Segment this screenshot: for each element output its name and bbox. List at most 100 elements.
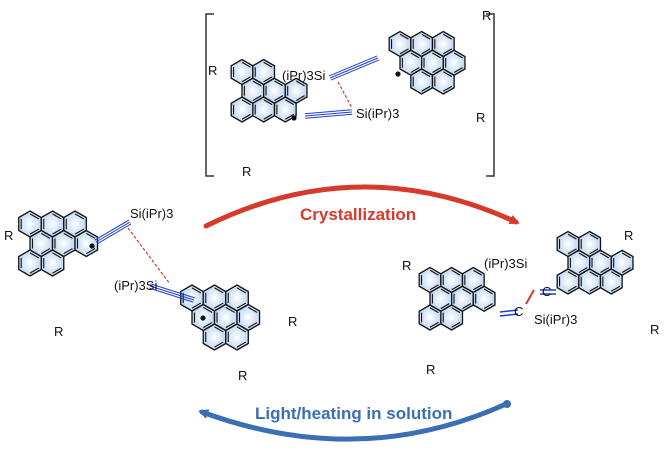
double-bond <box>252 80 262 87</box>
double-bond <box>263 113 273 120</box>
double-bond <box>285 99 295 106</box>
double-bond <box>86 248 96 255</box>
double-bond <box>236 302 247 309</box>
cumulene-carbon-label: C <box>514 304 523 319</box>
silyl-label: Si(iPr)3 <box>130 206 173 221</box>
double-bond <box>202 322 213 329</box>
double-bond <box>443 71 453 78</box>
double-bond <box>241 99 251 106</box>
benzene-ring <box>472 285 496 313</box>
double-bond <box>421 71 431 78</box>
r-group-label: R <box>242 164 251 179</box>
double-bond <box>421 85 431 92</box>
alkyne-bond <box>95 221 131 243</box>
double-bond <box>600 252 610 259</box>
double-bond <box>52 252 62 259</box>
double-bond <box>451 307 461 314</box>
benzene-ring <box>410 68 434 95</box>
silyl-label: Si(iPr)3 <box>356 106 399 121</box>
double-bond <box>432 67 442 73</box>
alkyne-bond <box>150 283 195 299</box>
double-bond <box>432 52 442 59</box>
double-bond <box>295 80 305 87</box>
double-bond <box>263 99 273 106</box>
r-group-label: R <box>482 8 491 23</box>
benzene-ring <box>418 304 442 331</box>
double-bond <box>451 269 461 276</box>
double-bond <box>285 113 295 120</box>
double-bond <box>295 95 305 101</box>
cumulene-bond <box>499 309 519 313</box>
left-bracket <box>205 13 214 177</box>
double-bond <box>191 287 202 294</box>
double-bond <box>451 284 461 291</box>
double-bond <box>63 232 73 239</box>
r-group-label: R <box>4 228 13 243</box>
double-bond <box>248 322 258 329</box>
benzene-ring <box>225 323 249 351</box>
double-bond <box>52 213 62 220</box>
double-bond <box>589 233 599 240</box>
r-group-label: R <box>402 258 411 273</box>
double-bond <box>443 33 453 40</box>
double-bond <box>451 321 461 328</box>
double-bond <box>440 288 450 295</box>
silyl-label: Si(iPr)3 <box>534 312 577 327</box>
double-bond <box>225 322 235 329</box>
alkyne-bond <box>305 113 353 119</box>
silyl-label: (iPr)3Si <box>484 256 527 271</box>
alkyne-bond <box>96 223 132 245</box>
double-bond <box>453 52 463 59</box>
double-bond <box>567 233 577 240</box>
benzene-ring <box>556 268 580 295</box>
benzene-ring <box>252 96 276 123</box>
double-bond <box>410 52 420 59</box>
double-bond <box>410 67 420 73</box>
double-bond <box>443 85 453 92</box>
alkyne-bond <box>304 111 353 117</box>
benzene-ring <box>599 268 623 295</box>
double-bond <box>621 252 631 259</box>
crystallization-label: Crystallization <box>300 205 416 224</box>
double-bond <box>462 303 472 309</box>
double-bond <box>236 341 247 348</box>
double-bond <box>263 76 273 83</box>
radical-dot <box>89 243 95 249</box>
double-bond <box>63 248 73 255</box>
alkyne-bond <box>149 287 194 303</box>
r-group-label: R <box>650 322 659 337</box>
double-bond <box>248 306 258 313</box>
solution-arrow <box>198 401 509 442</box>
solution-label: Light/heating in solution <box>255 404 452 423</box>
double-bond <box>589 285 599 292</box>
double-bond <box>214 302 224 309</box>
benzene-ring <box>18 249 42 277</box>
alkyne-bond <box>94 219 130 241</box>
double-bond <box>252 95 262 101</box>
double-bond <box>473 284 483 291</box>
double-bond <box>399 48 409 55</box>
r-group-label: R <box>426 362 435 377</box>
cumulene-bond <box>499 313 519 317</box>
double-bond <box>202 306 213 313</box>
cumulene-bond <box>525 289 535 305</box>
benzene-ring <box>202 323 227 351</box>
double-bond <box>236 287 247 294</box>
double-bond <box>440 303 450 309</box>
benzene-ring <box>230 96 254 123</box>
r-group-label: R <box>476 110 485 125</box>
r-group-label: R <box>624 228 633 243</box>
double-bond <box>241 113 251 120</box>
double-bond <box>567 248 577 255</box>
solution-arrow-tail <box>503 400 511 408</box>
double-bond <box>611 271 621 278</box>
double-bond <box>29 228 40 235</box>
alkyne-bond <box>329 57 379 79</box>
double-bond <box>40 248 51 255</box>
r-group-label: R <box>288 314 297 329</box>
double-bond <box>214 326 224 333</box>
double-bond <box>589 271 599 278</box>
contact-dash <box>127 227 171 285</box>
